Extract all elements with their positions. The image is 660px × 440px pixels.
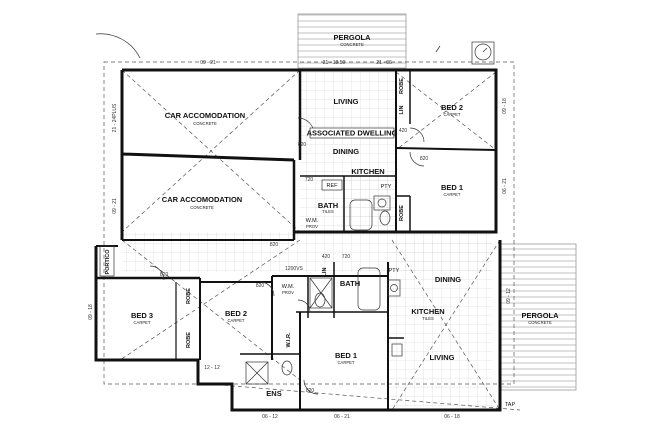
tap-label: TAP: [505, 402, 516, 408]
car-accommodation-1-label: CAR ACCOMODATION: [165, 111, 245, 120]
dimension-label: 06 - 21: [334, 414, 350, 420]
dimension-label: 420: [399, 128, 408, 134]
dimension-label: 1200VS: [285, 266, 303, 272]
bed1-top-label: BED 1: [441, 183, 463, 192]
washing-machine-bottom-sub: PROV: [282, 290, 294, 295]
tiled-areas: [122, 72, 492, 406]
dimension-label: 09 - 21: [112, 198, 118, 214]
dimension-label: 820: [270, 242, 279, 248]
kitchen-bottom-label: KITCHEN: [411, 307, 444, 316]
bath-top-finish: TILES: [322, 209, 334, 214]
pergola-top-finish: CONCRETE: [340, 42, 364, 47]
fridge-label: REF: [327, 183, 339, 189]
living-bottom-label: LIVING: [429, 353, 454, 362]
dashed-outlines: [103, 61, 521, 411]
dimension-label: 21 - 06: [376, 60, 392, 66]
dimension-label: 420: [322, 254, 331, 260]
bed2-bottom-finish: CARPET: [228, 318, 245, 323]
bed2-bottom-label: BED 2: [225, 309, 247, 318]
pantry-bottom-label: PTY: [389, 268, 400, 274]
dimension-label: 09 - 18: [502, 98, 508, 114]
robe-bed3b-label: ROBE: [186, 332, 192, 348]
dimension-label: 06 - 18: [444, 414, 460, 420]
bath-top-label: BATH: [318, 201, 338, 210]
kitchen-top-label: KITCHEN: [351, 167, 384, 176]
bed3-label: BED 3: [131, 311, 153, 320]
dimension-label: 12 - 12: [204, 365, 220, 371]
pergola-right-area: [499, 243, 577, 391]
bed1-bottom-label: BED 1: [335, 351, 357, 360]
dimension-label: 820: [298, 142, 307, 148]
dimension-label: 720: [305, 177, 314, 183]
pantry-top-label: PTY: [381, 184, 392, 190]
car-accommodation-2-finish: CONCRETE: [190, 205, 214, 210]
pergola-right-label: PERGOLA: [521, 311, 559, 320]
linen-bottom-label: LIN: [322, 268, 328, 277]
washing-machine-bottom-label: W.M.: [282, 284, 295, 290]
pergola-top-label: PERGOLA: [333, 33, 371, 42]
dimension-label: 720: [342, 254, 351, 260]
ensuite-label: ENS: [266, 389, 281, 398]
dimension-label: 820: [420, 156, 429, 162]
dimension-label: 820: [256, 283, 265, 289]
dimension-label: 820: [306, 388, 315, 394]
living-top-label: LIVING: [333, 97, 358, 106]
linen-top-label: LIN: [399, 106, 405, 115]
dining-top-label: DINING: [333, 147, 359, 156]
bed2-top-finish: CARPET: [444, 112, 461, 117]
bed2-top-label: BED 2: [441, 103, 463, 112]
car-accommodation-1-finish: CONCRETE: [193, 121, 217, 126]
bed1-top-finish: CARPET: [444, 192, 461, 197]
bed3-finish: CARPET: [134, 320, 151, 325]
washing-machine-top-sub: PROV: [306, 224, 318, 229]
washing-machine-top-label: W.M.: [306, 218, 319, 224]
dimension-label: 21 - 18.50: [323, 60, 346, 66]
robe-top-bed2-label: ROBE: [399, 78, 405, 94]
dimension-label: 06 - 21: [502, 178, 508, 194]
associated-dwelling-label: ASSOCIATED DWELLING: [307, 129, 398, 138]
car-accommodation-2-label: CAR ACCOMODATION: [162, 195, 242, 204]
dimension-label: 06 - 12: [262, 414, 278, 420]
kitchen-bottom-finish: TILES: [422, 316, 434, 321]
portico-label: PORTICO: [105, 249, 111, 275]
dimension-labels: 09 - 21 21 - 18.50 21 - 06 21 - 24PLUS 0…: [88, 60, 512, 420]
robe-bed3-label: ROBE: [186, 288, 192, 304]
room-labels: PERGOLA CONCRETE PERGOLA CONCRETE CAR AC…: [105, 33, 559, 408]
robe-top-vertical-label: ROBE: [399, 205, 405, 221]
walk-in-robe-label: W.I.R.: [286, 332, 292, 347]
dimension-label: 09 - 21: [200, 60, 216, 66]
dimension-label: 820: [160, 272, 169, 278]
dimension-label: 21 - 24PLUS: [112, 103, 118, 132]
pergola-right-finish: CONCRETE: [528, 320, 552, 325]
bed1-bottom-finish: CARPET: [338, 360, 355, 365]
walls: [94, 68, 502, 412]
dining-bottom-label: DINING: [435, 275, 461, 284]
dimension-label: 09 - 18: [88, 304, 94, 320]
fixtures: [99, 41, 495, 385]
dimension-label: 09 - 12: [506, 288, 512, 304]
pergola-top-area: [297, 13, 407, 69]
bath-bottom-label: BATH: [340, 279, 360, 288]
